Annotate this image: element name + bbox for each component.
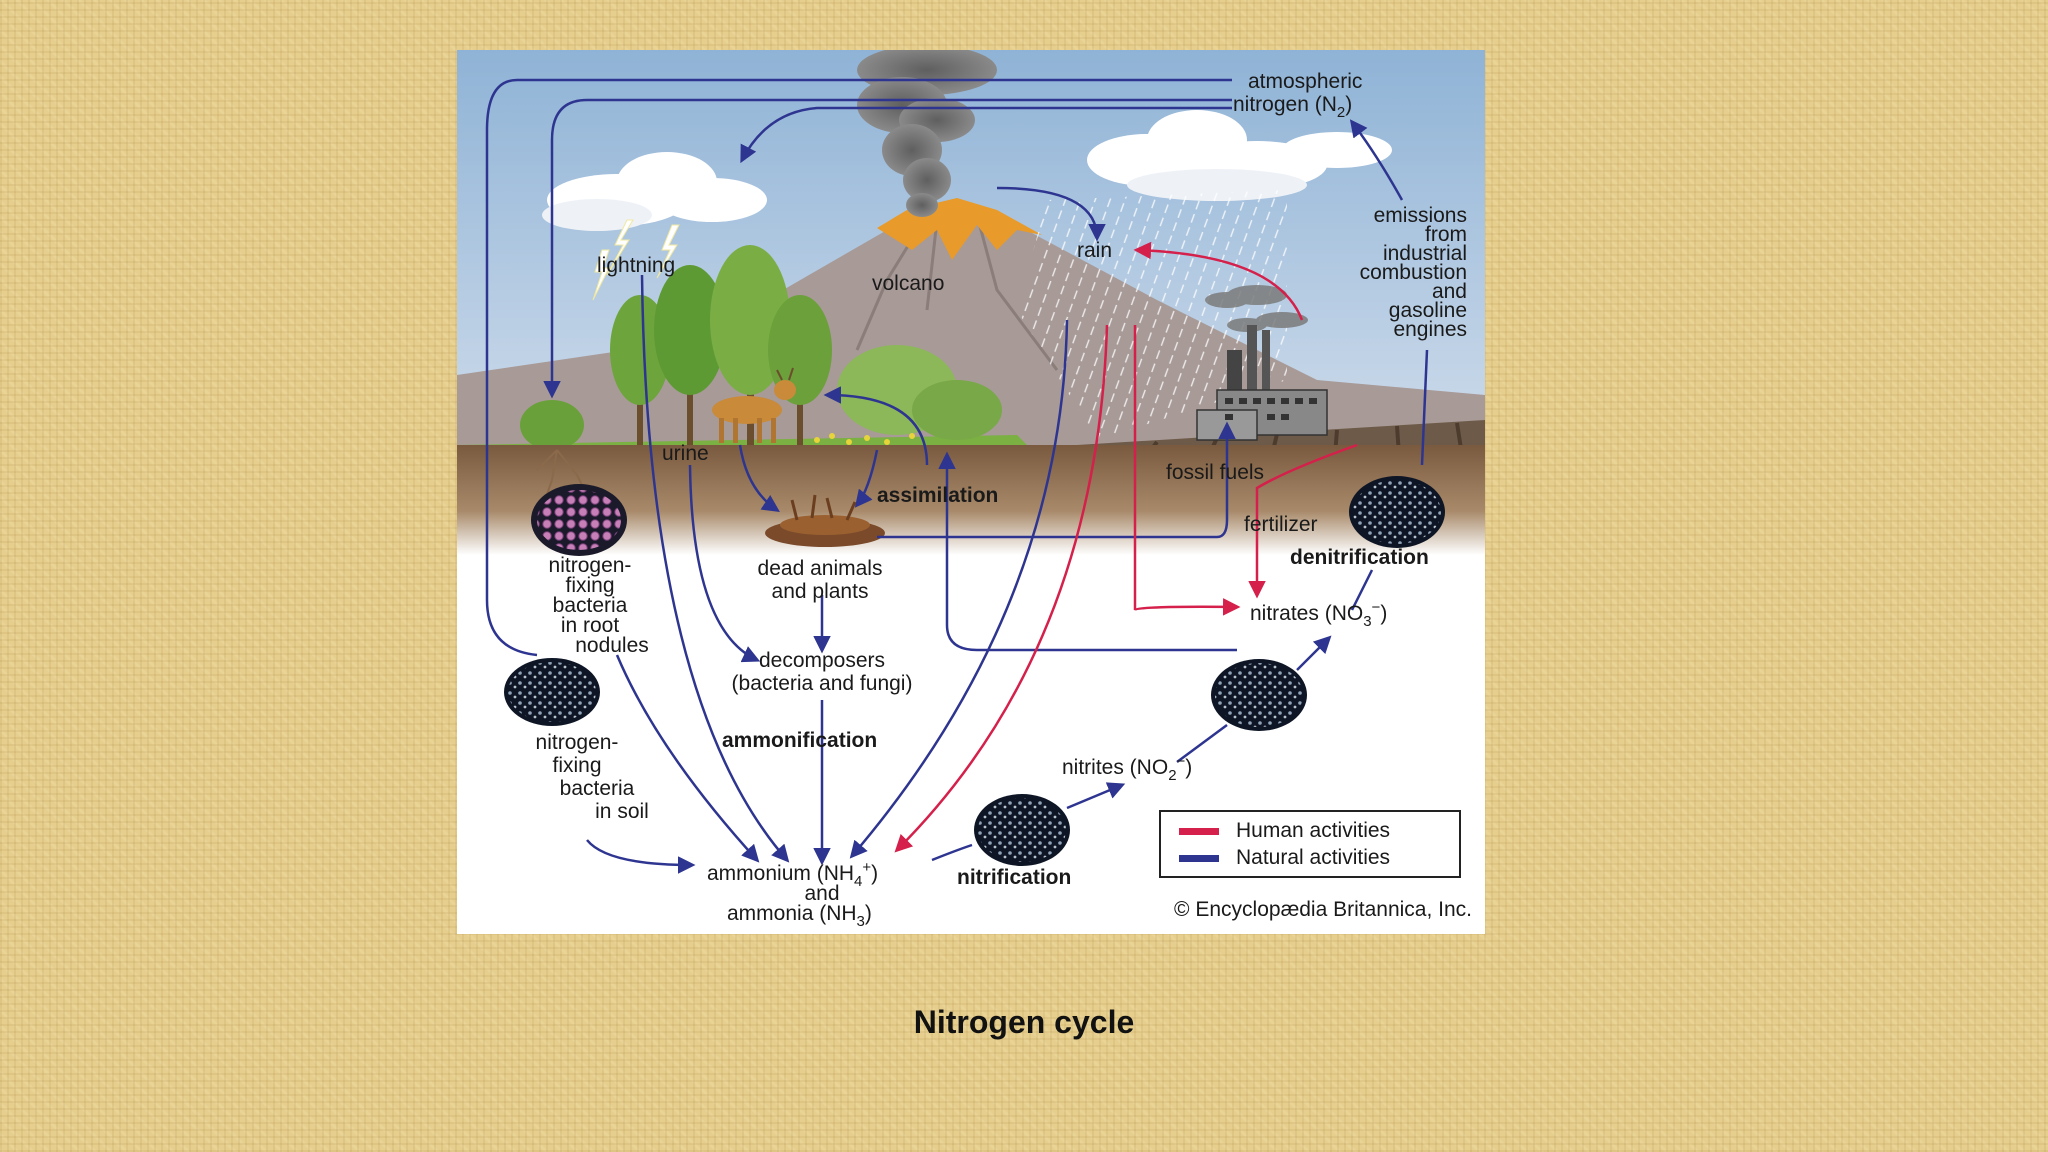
bacteria-nitrate-icon [1211, 659, 1307, 731]
label-and: and [804, 882, 839, 905]
arrow-urine-to-decomposers [688, 464, 761, 663]
arrow-rain-to-nitrates [1133, 325, 1241, 616]
svg-text:in root: in root [561, 614, 620, 637]
trees [520, 245, 1002, 450]
label-fertilizer: fertilizer [1244, 513, 1318, 536]
legend-natural-swatch [1179, 855, 1219, 862]
label-ammonification: ammonification [722, 729, 877, 752]
arrow-assimilation-to-animal [823, 386, 929, 466]
arrow-dead-to-fossil [877, 421, 1236, 539]
svg-text:industrial: industrial [1383, 242, 1467, 265]
arrow-denitrification-up [1420, 349, 1429, 466]
flowers [814, 433, 915, 445]
svg-text:combustion: combustion [1360, 261, 1467, 284]
svg-text:bacteria: bacteria [553, 594, 628, 617]
arrow-volcano-to-rain [996, 186, 1106, 242]
arrow-soilbacteria-to-ammonium [586, 839, 696, 874]
label-atmospheric-nitrogen: nitrogen (N2) [1233, 93, 1352, 121]
goat-icon [712, 367, 796, 443]
label-nitrates: nitrates (NO3−) [1250, 599, 1387, 630]
legend: Human activities Natural activities [1159, 810, 1461, 878]
arrow-rain-to-ammonium [849, 319, 1069, 859]
arrow-industry-to-rain [1133, 241, 1304, 321]
arrow-atmos-to-cloud [740, 106, 1232, 164]
figure-caption: Nitrogen cycle [913, 1004, 1135, 1040]
label-atmospheric: atmospheric [1248, 70, 1362, 93]
nitrogen-cycle-diagram: atmospheric nitrogen (N2) lightning volc… [457, 50, 1485, 934]
svg-text:fixing: fixing [552, 754, 601, 777]
cloud-left [542, 152, 767, 231]
label-nitrification: nitrification [957, 866, 1071, 889]
arrow-lightning-to-ammonium [640, 274, 790, 863]
svg-text:nodules: nodules [575, 634, 649, 657]
legend-human-swatch [1179, 828, 1219, 835]
factory-smoke [1205, 285, 1308, 332]
lightning-bolt-icon [592, 219, 680, 301]
label-ammonium: ammonium (NH4+) [707, 859, 878, 890]
svg-text:bacteria: bacteria [560, 777, 635, 800]
arrow-atmos-to-soil-bacteria [485, 78, 1232, 657]
arrow-fertilizer-to-nitrates [1248, 443, 1358, 599]
arrow-nitrites-to-bacteria [1176, 723, 1228, 764]
rain-streaks [1017, 190, 1287, 440]
label-rain: rain [1077, 239, 1112, 262]
label-nitrogen-fixing-soil: nitrogen- fixing bacteria in soil [536, 731, 649, 823]
copyright-text: © Encyclopædia Britannica, Inc. [1174, 898, 1472, 921]
bacteria-soil-icon [504, 658, 600, 726]
bacteria-root-nodule-icon [531, 484, 627, 556]
label-lightning: lightning [597, 254, 675, 277]
legend-human-label: Human activities [1236, 819, 1390, 842]
arrow-ammonium-to-nitrification [931, 843, 973, 862]
label-bacteria-fungi: (bacteria and fungi) [732, 672, 913, 695]
arrow-nitrates-assimilation [945, 624, 1237, 652]
label-dead-animals: dead animals [758, 557, 883, 580]
label-emissions: emissions from industrial combustion and… [1360, 204, 1467, 341]
arrow-emissions-to-atmos [1349, 119, 1404, 201]
svg-text:emissions: emissions [1374, 204, 1467, 227]
label-ammonia: ammonia (NH3) [727, 902, 872, 930]
arrow-to-nitrates [1296, 635, 1332, 671]
label-and-plants: and plants [772, 580, 869, 603]
label-nitrites: nitrites (NO2−) [1062, 753, 1192, 784]
bacteria-denitrification-icon [1349, 476, 1445, 548]
natural-arrows [485, 78, 1429, 874]
arrow-animal-to-dead [738, 444, 780, 512]
label-assimilation: assimilation [877, 484, 998, 507]
bacteria-nitrite-icon [974, 794, 1070, 866]
label-nitrogen-fixing-root: nitrogen- fixing bacteria in root nodule… [549, 554, 649, 657]
label-fossil-fuels: fossil fuels [1166, 461, 1264, 484]
svg-text:nitrogen-: nitrogen- [536, 731, 619, 754]
svg-text:and: and [1432, 280, 1467, 303]
legend-natural-label: Natural activities [1236, 846, 1390, 869]
svg-text:nitrogen-: nitrogen- [549, 554, 632, 577]
arrow-nitrates-to-denitrification [1350, 569, 1374, 611]
roots [536, 449, 588, 501]
human-arrows [894, 241, 1358, 853]
arrow-atmos-to-plants [543, 98, 1232, 399]
arrow-rootbacteria-to-ammonium [615, 654, 760, 863]
svg-text:gasoline: gasoline [1389, 299, 1467, 322]
arrow-rain-to-ammonium-human [894, 324, 1109, 853]
svg-text:from: from [1425, 223, 1467, 246]
svg-text:in soil: in soil [595, 800, 649, 823]
svg-text:fixing: fixing [565, 574, 614, 597]
label-urine: urine [662, 442, 709, 465]
label-volcano: volcano [872, 272, 944, 295]
arrow-to-nitrites [1066, 782, 1126, 810]
svg-text:engines: engines [1393, 318, 1467, 341]
label-decomposers: decomposers [759, 649, 885, 672]
factory-icon [1196, 325, 1328, 441]
label-denitrification: denitrification [1290, 546, 1429, 569]
arrow-plants-to-dead [854, 449, 879, 508]
dead-plants-icon [765, 494, 885, 547]
